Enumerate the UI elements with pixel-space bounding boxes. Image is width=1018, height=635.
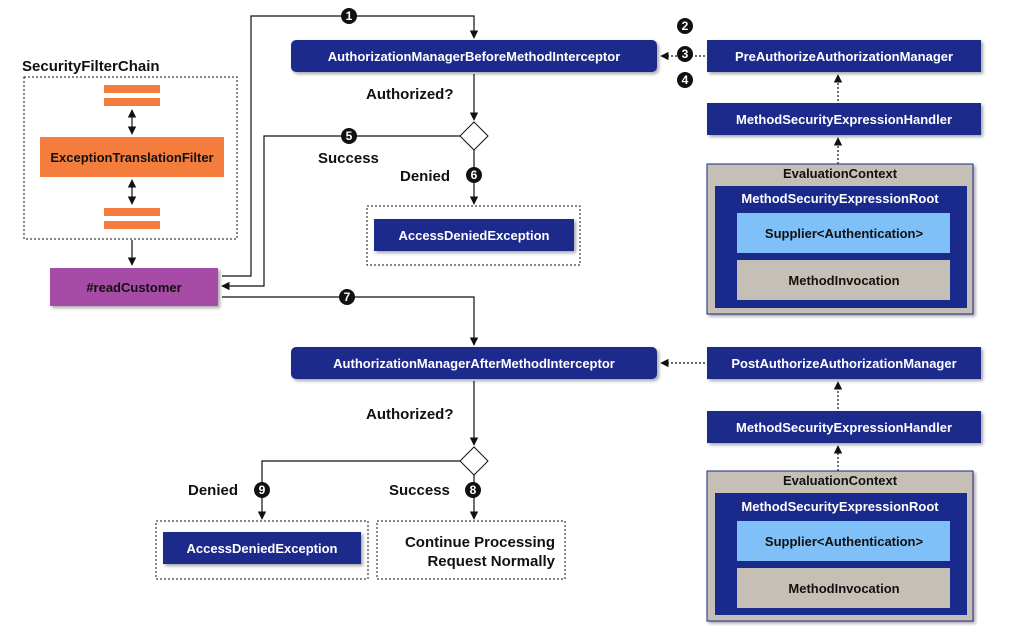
after-decision-diamond [459,446,489,476]
step7-arrow [222,296,479,346]
step-badge-2: 2 [677,18,693,34]
filter-bar [104,85,160,93]
step-badge-8: 8 [465,482,481,498]
before-denied-label: Denied [400,168,450,185]
after-method-invocation [737,568,950,608]
step-badge-3: 3 [677,46,693,62]
pre-authorize-manager [707,40,981,72]
before-success-label: Success [318,150,379,167]
pre-authorize-manager-label: PreAuthorizeAuthorizationManager [735,49,953,64]
after-expression-handler [707,411,981,443]
after-access-denied-label: AccessDeniedException [186,541,337,556]
svg-text:5: 5 [346,129,353,143]
step5-success-arrow [221,135,460,291]
after-supplier-authentication [737,521,950,561]
before-interceptor [291,40,657,72]
exception-translation-filter-label: ExceptionTranslationFilter [50,150,213,165]
after-authorized-question: Authorized? [366,406,454,423]
security-filter-chain-box [23,76,238,240]
svg-text:2: 2 [682,19,689,33]
before-expression-handler [707,103,981,135]
before-interceptor-label: AuthorizationManagerBeforeMethodIntercep… [328,49,621,64]
read-customer-method [50,268,218,306]
step-badge-4: 4 [677,72,693,88]
svg-text:8: 8 [470,483,477,497]
read-customer-label: #readCustomer [86,280,181,295]
continue-processing-line2: Request Normally [427,553,555,570]
before-expression-root-label: MethodSecurityExpressionRoot [741,191,939,206]
after-denied-label: Denied [188,482,238,499]
after-expression-root-label: MethodSecurityExpressionRoot [741,499,939,514]
after-denied-box [155,520,369,580]
security-filter-chain-title: SecurityFilterChain [22,58,160,75]
filter-bar [104,208,160,216]
after-expression-handler-label: MethodSecurityExpressionHandler [736,420,952,435]
before-access-denied-exception [374,219,574,251]
step-badge-9: 9 [254,482,270,498]
before-evaluation-context-label: EvaluationContext [783,166,898,181]
svg-text:6: 6 [471,168,478,182]
before-supplier-label: Supplier<Authentication> [765,226,924,241]
before-decision-diamond [459,121,489,151]
filter-bar [104,221,160,229]
step-badge-7: 7 [339,289,355,305]
step1-arrow [222,15,479,277]
before-supplier-authentication [737,213,950,253]
after-success-label: Success [389,482,450,499]
after-supplier-label: Supplier<Authentication> [765,534,924,549]
continue-processing-line1: Continue Processing [405,534,555,551]
step-badge-1: 1 [341,8,357,24]
after-method-invocation-label: MethodInvocation [788,581,899,596]
before-authorized-question: Authorized? [366,86,454,103]
step-badge-5: 5 [341,128,357,144]
step9-denied-arrow [257,460,460,520]
before-method-invocation [737,260,950,300]
svg-text:7: 7 [344,290,351,304]
continue-processing-box [376,520,566,580]
svg-text:3: 3 [682,47,689,61]
exception-translation-filter [40,137,224,177]
before-expression-handler-label: MethodSecurityExpressionHandler [736,112,952,127]
before-access-denied-label: AccessDeniedException [398,228,549,243]
after-interceptor-label: AuthorizationManagerAfterMethodIntercept… [333,356,615,371]
after-evaluation-context-label: EvaluationContext [783,473,898,488]
step-badge-6: 6 [466,167,482,183]
before-method-invocation-label: MethodInvocation [788,273,899,288]
svg-text:1: 1 [346,9,353,23]
after-interceptor [291,347,657,379]
filter-bar [104,98,160,106]
post-authorize-manager [707,347,981,379]
svg-text:4: 4 [682,73,689,87]
post-authorize-manager-label: PostAuthorizeAuthorizationManager [731,356,956,371]
svg-text:9: 9 [259,483,266,497]
after-access-denied-exception [163,532,361,564]
